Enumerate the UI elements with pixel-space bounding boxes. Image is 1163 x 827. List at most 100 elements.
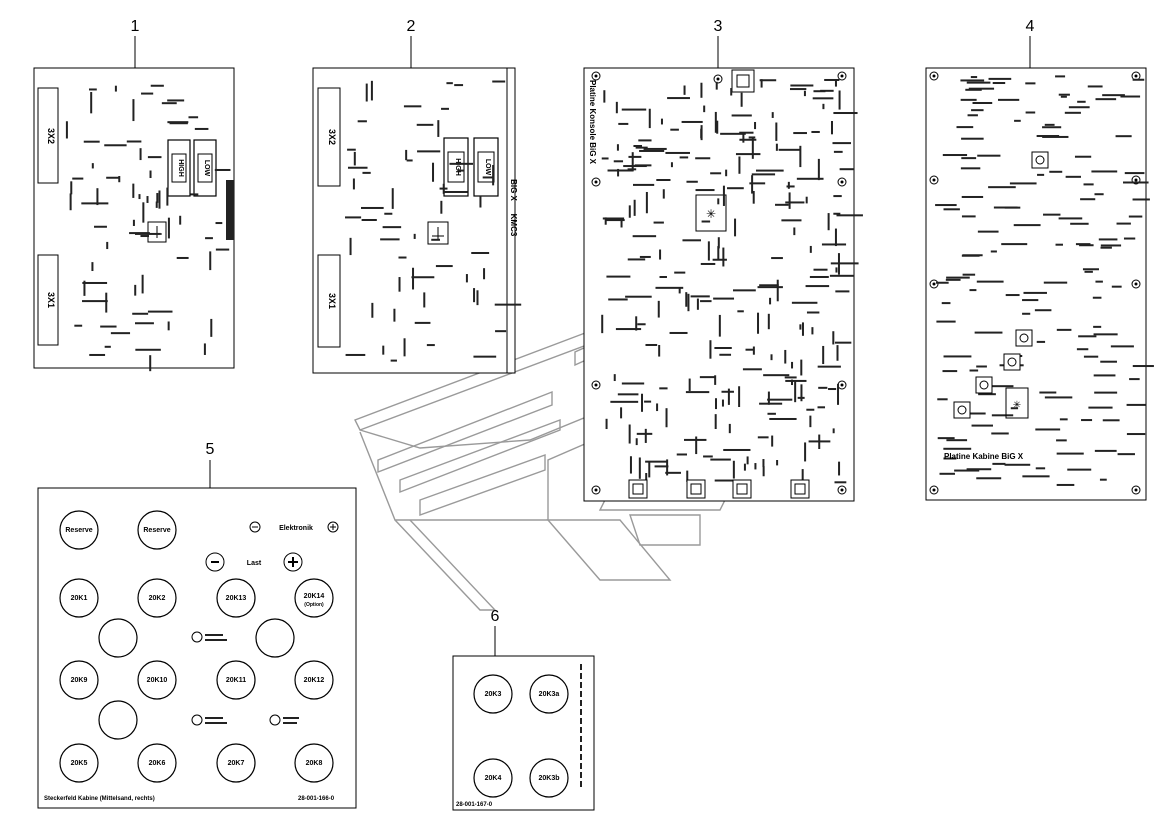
print-mark: [426, 344, 435, 347]
print-mark: [657, 300, 660, 318]
print-mark: [1068, 106, 1090, 109]
panel1-connector-3x1: 3X1: [46, 292, 56, 308]
print-mark: [437, 120, 440, 137]
print-mark: [954, 469, 980, 472]
print-mark: [960, 167, 981, 170]
print-mark: [775, 203, 789, 206]
print-mark: [1036, 340, 1046, 343]
print-mark: [710, 172, 722, 175]
print-mark: [939, 472, 955, 475]
print-mark: [648, 108, 651, 129]
print-mark: [835, 290, 850, 293]
callout-6: 6: [491, 608, 500, 625]
print-mark: [615, 101, 618, 114]
print-mark: [977, 154, 1001, 157]
print-mark: [972, 101, 993, 104]
print-mark: [1095, 280, 1103, 283]
print-mark: [717, 246, 720, 260]
print-mark: [398, 256, 407, 259]
panel3-title: Platine Konsole BiG X: [588, 80, 597, 165]
print-mark: [610, 400, 639, 403]
print-mark: [834, 228, 837, 247]
print-mark: [1004, 463, 1031, 466]
print-mark: [1083, 355, 1099, 358]
print-mark: [659, 249, 662, 260]
print-mark: [465, 274, 468, 283]
print-mark: [714, 414, 717, 430]
print-mark: [811, 130, 820, 133]
print-mark: [837, 383, 840, 405]
print-mark: [82, 300, 108, 303]
print-mark: [1058, 217, 1083, 220]
callout-3: 3: [714, 18, 723, 35]
print-mark: [580, 682, 582, 688]
print-mark: [631, 152, 634, 171]
mounting-hole-center: [1134, 488, 1138, 492]
print-mark: [822, 103, 825, 110]
connector-socket-inner: [794, 483, 806, 495]
print-mark: [155, 201, 158, 208]
print-mark: [749, 182, 766, 185]
print-mark: [1128, 215, 1143, 218]
print-mark: [971, 424, 993, 427]
print-mark: [1077, 100, 1086, 103]
print-mark: [832, 142, 852, 145]
print-mark: [1110, 345, 1134, 348]
print-mark: [695, 189, 715, 192]
print-mark: [799, 145, 802, 168]
print-mark: [976, 477, 1002, 480]
print-mark: [454, 84, 464, 87]
panel2-side-kmc3: KMC3: [509, 214, 518, 237]
print-mark: [732, 460, 735, 479]
print-mark: [788, 192, 791, 209]
print-mark: [728, 423, 731, 434]
print-mark: [1056, 452, 1084, 455]
print-mark: [817, 406, 826, 409]
relay-row3-2: [216, 660, 256, 700]
print-mark: [1074, 155, 1092, 158]
print-mark: [1043, 213, 1061, 216]
relay-row4-0-label: 20K5: [71, 760, 88, 767]
print-mark: [742, 368, 762, 371]
print-mark: [686, 470, 689, 482]
print-mark: [757, 436, 769, 439]
print-mark: [382, 226, 402, 229]
print-mark: [190, 193, 199, 196]
print-mark: [149, 355, 152, 372]
print-mark: [1093, 325, 1102, 328]
relay-row3-1: [137, 660, 177, 700]
print-mark: [621, 108, 647, 111]
print-mark: [993, 206, 1018, 209]
print-mark: [754, 463, 757, 470]
relay-row2-3: [294, 578, 334, 618]
print-mark: [722, 185, 725, 206]
panel3-mounting-holes: [591, 71, 847, 495]
print-mark: [836, 345, 839, 361]
print-mark: [686, 180, 698, 183]
print-mark: [431, 238, 440, 241]
print-mark: [665, 408, 668, 428]
print-mark: [169, 122, 188, 125]
print-mark: [714, 375, 717, 385]
print-mark: [604, 217, 607, 225]
print-mark: [135, 348, 161, 351]
print-mark: [787, 181, 790, 189]
print-mark: [804, 442, 807, 462]
relay-socket-core: [1035, 155, 1045, 165]
print-mark: [665, 151, 690, 154]
print-mark: [1126, 403, 1146, 406]
print-mark: [660, 118, 663, 125]
print-mark: [833, 150, 843, 153]
print-mark: [961, 215, 976, 218]
print-mark: [745, 348, 754, 351]
print-mark: [432, 162, 435, 182]
print-mark: [601, 157, 609, 160]
print-mark: [821, 243, 847, 246]
print-mark: [205, 237, 213, 240]
print-mark: [353, 151, 356, 166]
print-mark: [971, 109, 984, 112]
print-mark: [412, 267, 415, 290]
print-mark: [670, 128, 679, 131]
print-mark: [83, 280, 86, 296]
